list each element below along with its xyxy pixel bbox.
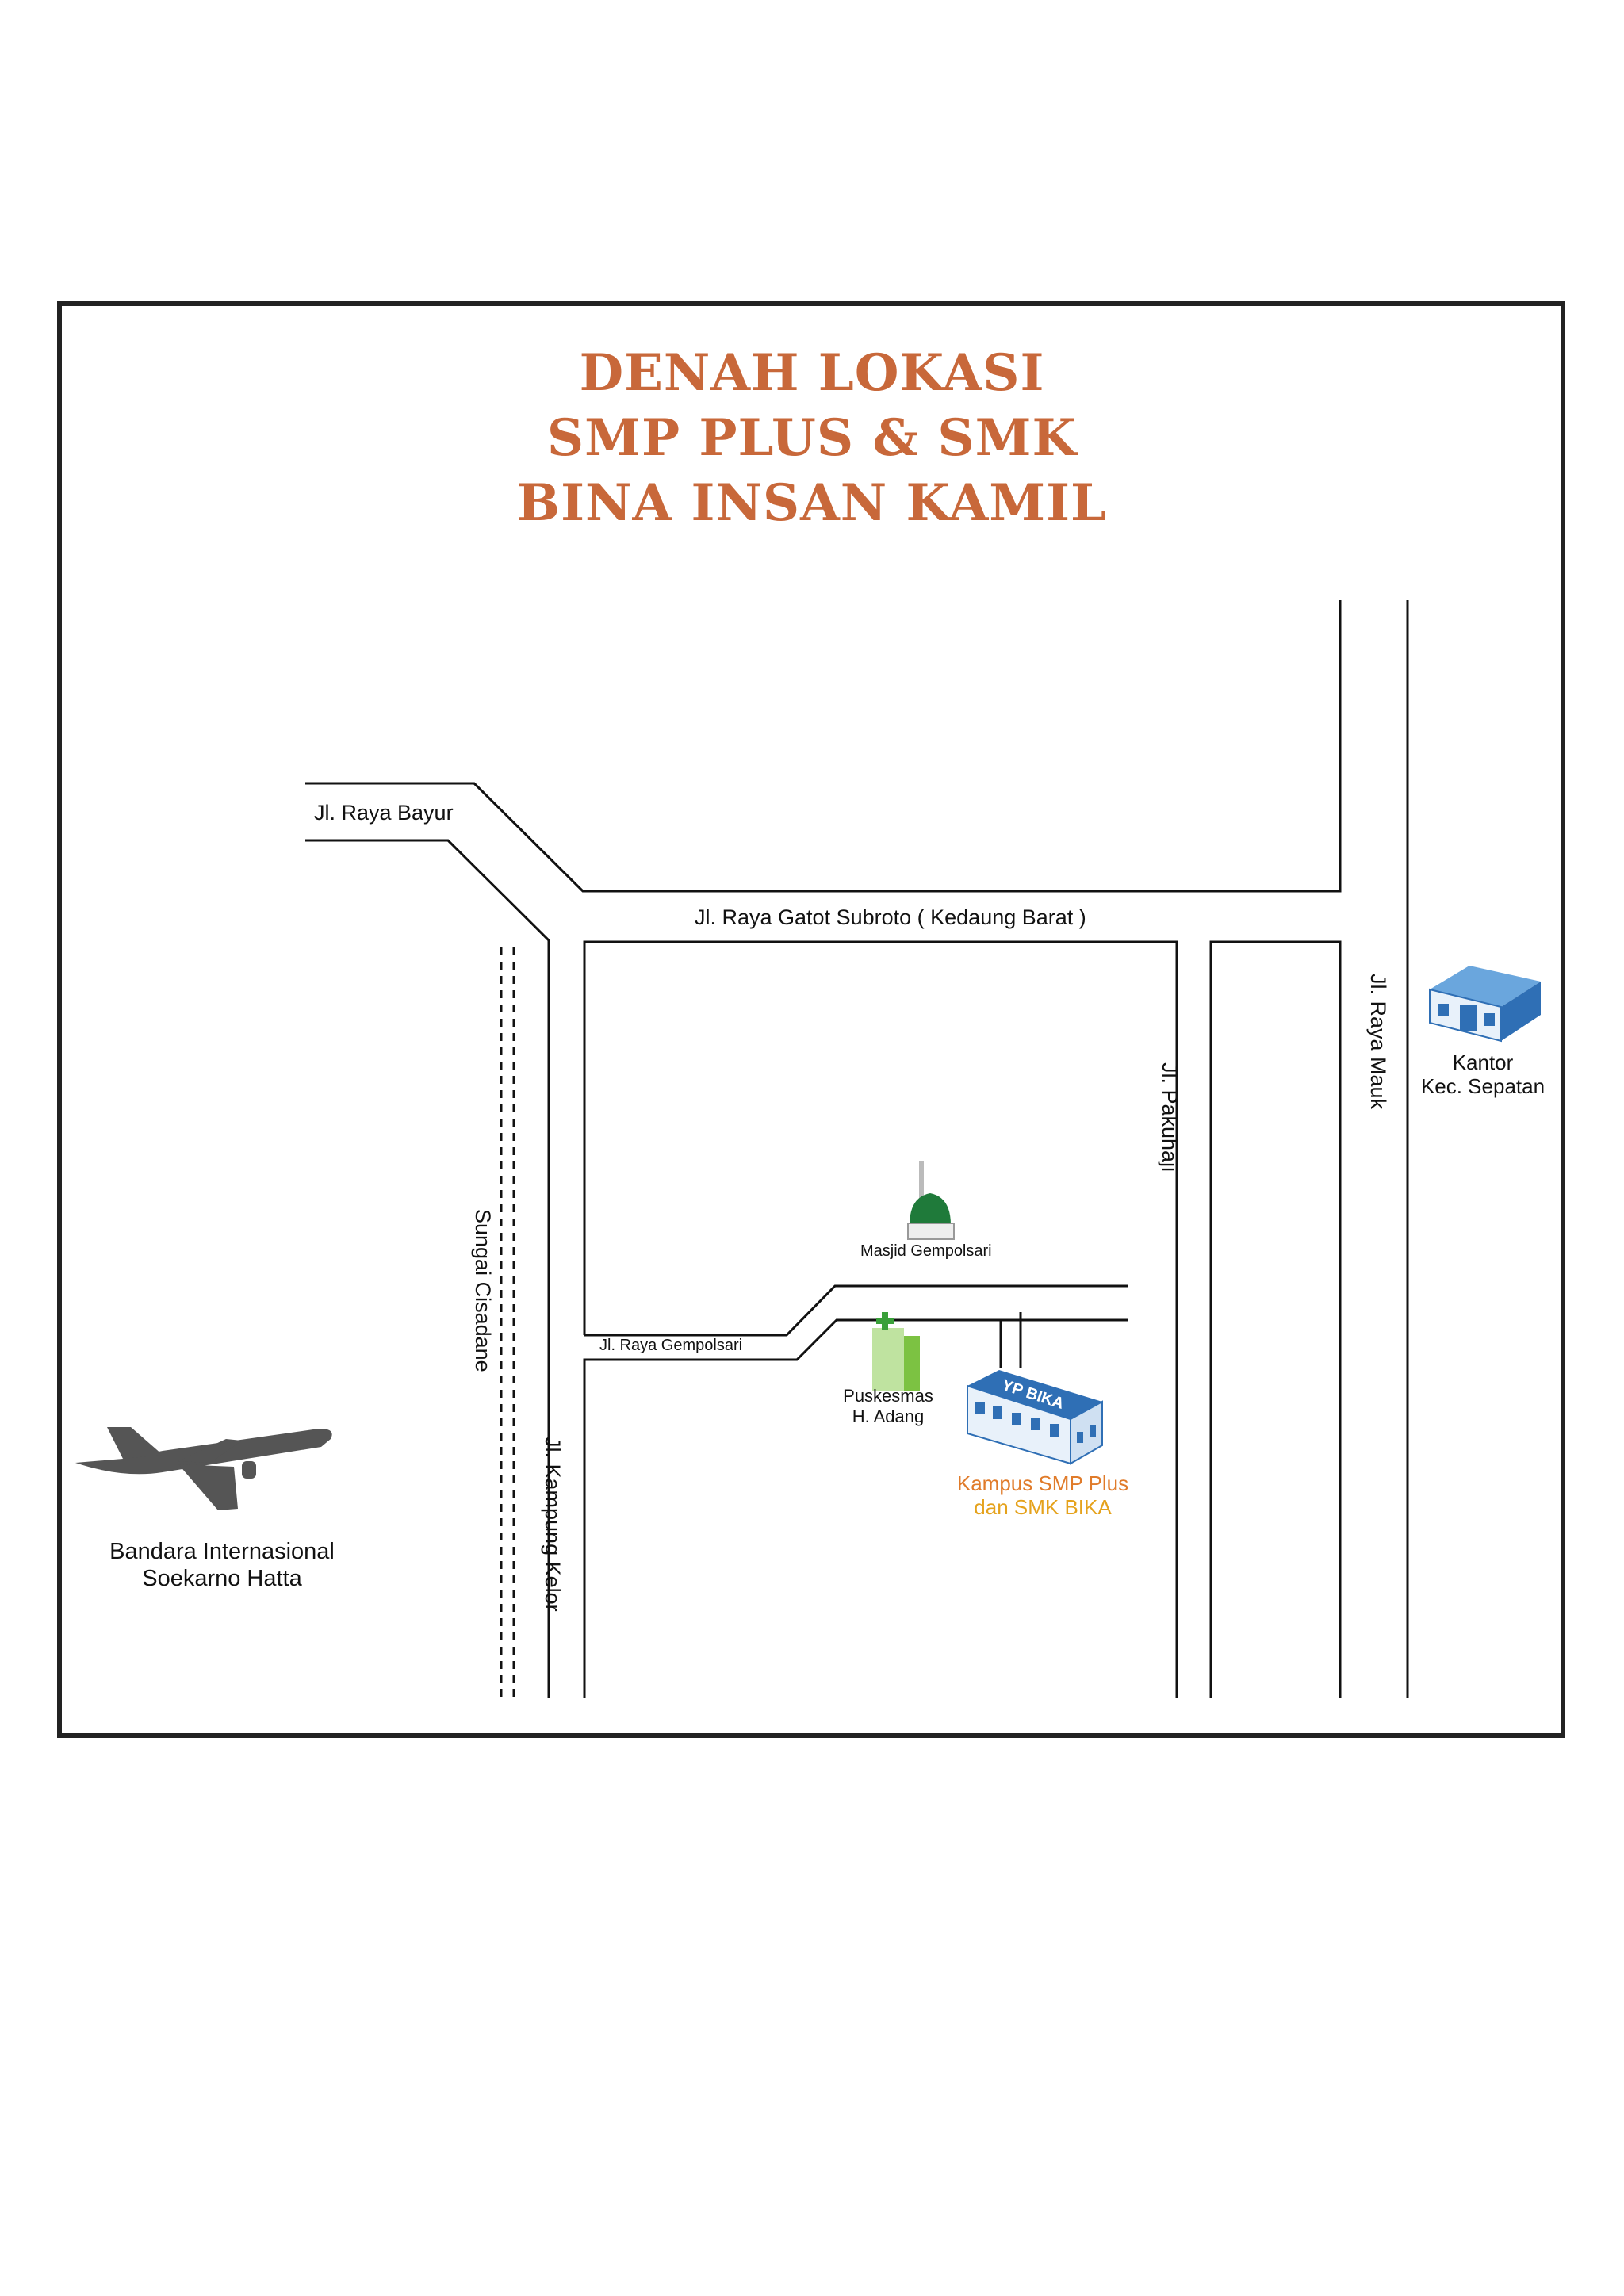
bandara-line-2: Soekarno Hatta — [142, 1566, 302, 1591]
place-label-puskesmas: Puskesmas H. Adang — [825, 1386, 952, 1427]
road-label-gatot-subroto: Jl. Raya Gatot Subroto ( Kedaung Barat ) — [695, 905, 1086, 929]
bandara-line-1: Bandara Internasional — [109, 1539, 335, 1564]
road-label-gempolsari: Jl. Raya Gempolsari — [599, 1337, 743, 1354]
school-building-icon — [967, 1370, 1103, 1465]
campus-line-2: dan SMK BIKA — [974, 1495, 1112, 1519]
river-cisadane — [500, 947, 515, 1698]
mosque-icon — [907, 1161, 955, 1240]
road-label-raya-bayur: Jl. Raya Bayur — [314, 801, 454, 825]
road-gempolsari-upper — [584, 1284, 1128, 1337]
road-lines — [305, 600, 1409, 1698]
road-bayur-upper — [305, 600, 1342, 893]
title-line-2: SMP PLUS & SMK — [546, 408, 1078, 468]
river-label-cisadane: Sungai Cisadane — [471, 1209, 495, 1372]
road-label-pakuhaji: Jl. Pakuhaji — [1158, 1062, 1182, 1173]
puskesmas-line-2: H. Adang — [852, 1406, 925, 1426]
road-pakuhaji-right — [1209, 940, 1342, 1698]
place-label-kantor: Kantor Kec. Sepatan — [1411, 1050, 1554, 1098]
kantor-line-1: Kantor — [1452, 1050, 1514, 1074]
map-title: DENAH LOKASI SMP PLUS & SMK BINA INSAN K… — [0, 341, 1624, 536]
clinic-icon — [872, 1312, 920, 1391]
kantor-line-2: Kec. Sepatan — [1420, 1074, 1545, 1098]
government-office-icon — [1429, 966, 1541, 1043]
road-gatot-block-top — [583, 940, 1178, 1698]
road-label-kampung-kelor: Jl. Kampung Kelor — [541, 1437, 565, 1612]
puskesmas-line-1: Puskesmas — [843, 1386, 933, 1406]
place-label-masjid: Masjid Gempolsari — [860, 1242, 992, 1260]
title-line-3: BINA INSAN KAMIL — [516, 473, 1108, 533]
road-bayur-lower — [305, 839, 550, 1698]
title-line-1: DENAH LOKASI — [579, 343, 1045, 403]
map-frame — [57, 301, 1565, 1738]
place-label-bandara: Bandara Internasional Soekarno Hatta — [95, 1538, 349, 1592]
airplane-icon — [75, 1427, 332, 1510]
road-label-raya-mauk: Jl. Raya Mauk — [1366, 974, 1390, 1110]
road-gatot-lower — [583, 1318, 1128, 1698]
campus-line-1: Kampus SMP Plus — [956, 1471, 1129, 1495]
place-label-campus: Kampus SMP Plus dan SMK BIKA — [944, 1471, 1142, 1519]
